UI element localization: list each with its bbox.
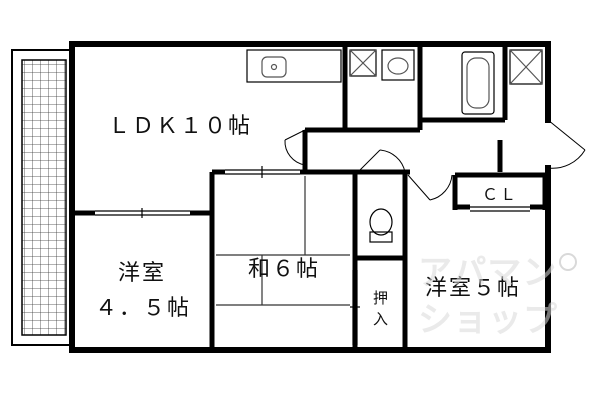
watermark-mark [559,253,577,271]
exterior-walls [69,41,551,353]
sliding-doors [69,70,530,345]
room-label-western-4-5: 洋室 [118,261,167,286]
watermark-line1: アパマン [418,253,558,293]
balcony [11,49,74,346]
closet-label: ＣＬ [482,185,519,204]
room-label-ldk: ＬＤＫ１０帖 [108,114,253,139]
oshiire-label-1: 押 [373,289,391,307]
fixtures [216,49,543,306]
watermark-line2: ショップ [418,300,558,340]
oshiire-label-2: 入 [373,310,391,328]
room-label-japanese: 和６帖 [248,257,321,282]
swing-doors [284,119,586,201]
room-label-western-4-5-size: ４．５帖 [95,296,192,321]
interior-walls [72,44,548,350]
room-label-western-5: 洋室５帖 [425,276,522,301]
